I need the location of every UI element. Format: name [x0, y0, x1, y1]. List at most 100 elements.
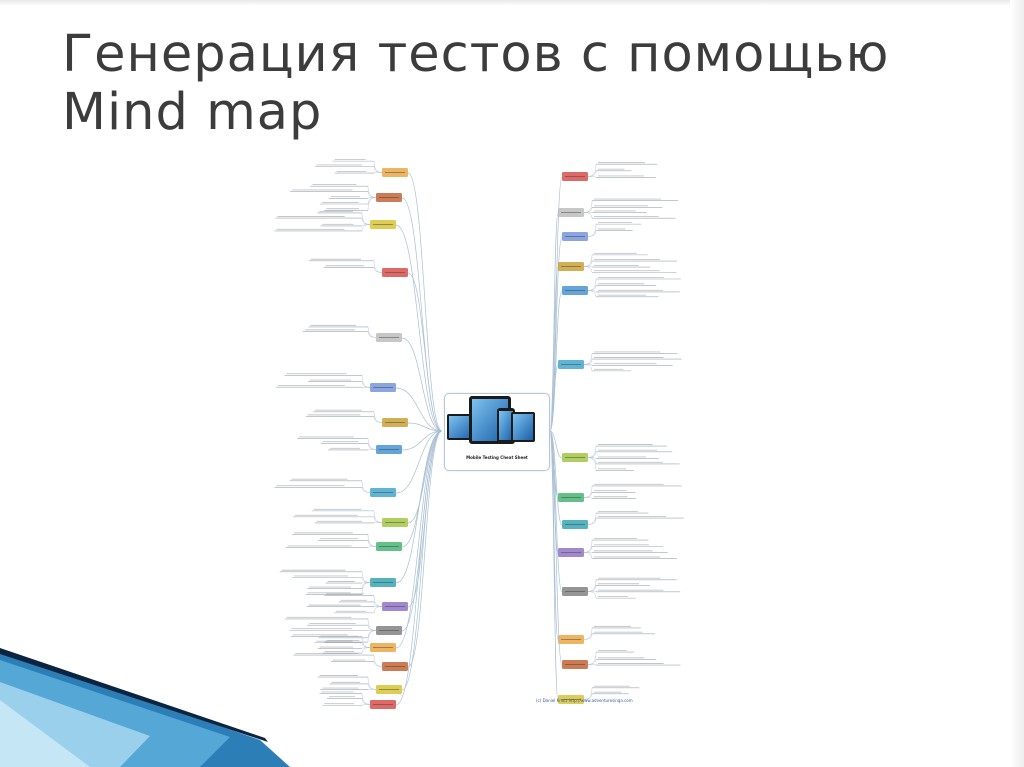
mind-map-diagram: [274, 159, 684, 709]
sub-connector: [583, 633, 593, 640]
branch-connector: [549, 430, 559, 641]
branch-connector: [395, 430, 443, 649]
branch-node: [382, 602, 408, 611]
branch-node: [558, 208, 584, 217]
branch-node: [370, 383, 396, 392]
center-node-title: Mobile Testing Cheat Sheet: [466, 455, 528, 460]
branch-node: [370, 488, 396, 497]
slide-title-line-2: Mind map: [62, 83, 323, 142]
sub-connector: [367, 326, 377, 338]
branch-connector: [395, 224, 443, 432]
sub-connector: [361, 212, 371, 225]
branch-node: [558, 548, 584, 557]
branch-node: [376, 626, 402, 635]
sub-connector: [373, 267, 383, 273]
branch-node: [562, 520, 588, 529]
branch-node: [370, 700, 396, 709]
branch-connector: [407, 422, 443, 432]
sub-connector: [367, 438, 377, 450]
sub-connector: [583, 540, 593, 553]
branch-node: [370, 220, 396, 229]
branch-node: [370, 643, 396, 652]
sub-connector: [361, 582, 371, 595]
branch-connector: [407, 430, 443, 608]
branch-connector: [395, 430, 443, 584]
sub-connector: [587, 579, 597, 592]
sub-connector: [583, 552, 593, 559]
branch-node: [376, 193, 402, 202]
branch-connector: [407, 272, 443, 432]
branch-node: [562, 172, 588, 181]
sub-connector: [587, 446, 597, 458]
branch-connector: [401, 430, 443, 691]
branch-node: [558, 635, 584, 644]
sub-connector: [367, 197, 377, 211]
branch-connector: [549, 430, 563, 526]
branch-node: [382, 662, 408, 671]
sub-connector: [361, 487, 371, 493]
sub-connector: [367, 331, 377, 338]
sub-connector: [373, 416, 383, 423]
sub-connector: [367, 534, 377, 547]
sub-connector: [583, 212, 593, 219]
branch-node: [382, 268, 408, 277]
sub-connector: [367, 546, 377, 548]
sub-connector: [373, 661, 383, 667]
branch-node: [558, 360, 584, 369]
sub-connector: [587, 230, 597, 237]
sub-connector: [367, 630, 377, 643]
branch-node: [562, 587, 588, 596]
sub-connector: [361, 647, 371, 654]
branch-node: [382, 518, 408, 527]
branch-node: [382, 418, 408, 427]
sub-connector: [583, 693, 593, 700]
bottom-left-decoration: [0, 648, 290, 767]
branch-connector: [401, 197, 443, 432]
branch-connector: [549, 430, 559, 701]
branch-node: [562, 286, 588, 295]
branch-node: [558, 695, 584, 704]
branch-connector: [549, 266, 559, 432]
branch-node: [382, 168, 408, 177]
sub-connector: [583, 364, 593, 371]
slide-title: Генерация тестов с помощью Mind map: [62, 26, 962, 142]
slide-title-line-1: Генерация тестов с помощью: [62, 25, 890, 84]
branch-connector: [407, 430, 443, 668]
sub-connector: [373, 606, 383, 613]
sub-connector: [583, 353, 593, 365]
sub-connector: [587, 457, 597, 471]
branch-connector: [549, 430, 563, 666]
sub-connector: [587, 513, 597, 525]
branch-connector: [401, 337, 443, 432]
branch-node: [376, 542, 402, 551]
branch-node: [562, 453, 588, 462]
branch-node: [558, 262, 584, 271]
branch-connector: [395, 430, 443, 494]
branch-connector: [395, 430, 443, 706]
mind-map-center-node: Mobile Testing Cheat Sheet: [444, 393, 550, 471]
branch-connector: [549, 364, 559, 432]
sub-connector: [361, 693, 371, 705]
mobile-devices-icon: [447, 396, 535, 444]
sub-connector: [361, 224, 371, 231]
sub-connector: [373, 161, 383, 173]
slide-right-shadow: [1010, 0, 1024, 767]
sub-connector: [587, 591, 597, 599]
sub-connector: [367, 186, 377, 198]
branch-node: [376, 333, 402, 342]
branch-node: [376, 685, 402, 694]
mind-map-credit: (c) Daniel Knott http://www.adventuresin…: [536, 698, 633, 703]
mind-map-image: Mobile Testing Cheat Sheet (c) Daniel Kn…: [258, 150, 818, 715]
branch-connector: [549, 430, 563, 459]
branch-connector: [407, 172, 443, 432]
sub-connector: [587, 290, 597, 297]
sub-connector: [583, 497, 593, 499]
sub-connector: [587, 518, 597, 525]
sub-connector: [361, 704, 371, 706]
branch-node: [562, 660, 588, 669]
sub-connector: [587, 176, 597, 178]
sub-connector: [583, 266, 593, 273]
sub-connector: [583, 627, 593, 640]
branch-node: [562, 232, 588, 241]
sub-connector: [587, 664, 597, 666]
